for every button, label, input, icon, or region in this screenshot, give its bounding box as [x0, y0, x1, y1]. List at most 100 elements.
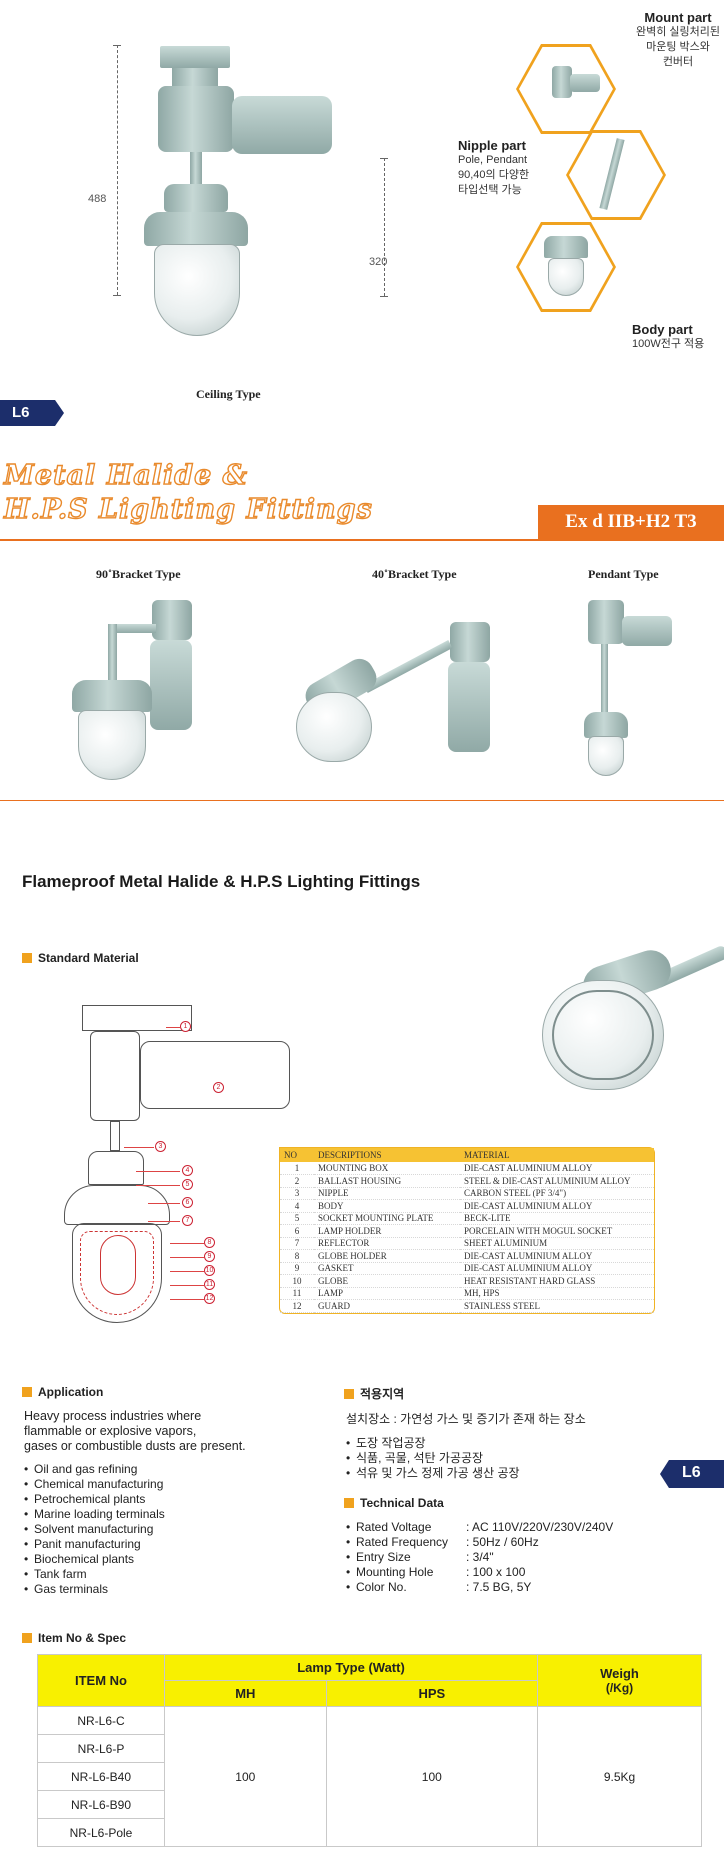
part-number-2: 2: [213, 1082, 224, 1093]
material-value: MH, HPS: [460, 1287, 654, 1300]
material-no: 4: [280, 1199, 314, 1213]
nipple-part-title: Nipple part: [458, 138, 526, 153]
material-value: DIE-CAST ALUMINIUM ALLOY: [460, 1249, 654, 1263]
pendant-label: Pendant Type: [588, 567, 659, 581]
application-intro-3: gases or combustible dusts are present.: [24, 1439, 246, 1453]
spec-item-no: NR-L6-Pole: [37, 1818, 165, 1847]
material-value: BECK-LITE: [460, 1212, 654, 1225]
ceiling-type-label: Ceiling Type: [196, 387, 261, 401]
dimension-total-height: 488: [88, 193, 107, 205]
material-description: BODY: [314, 1199, 460, 1213]
part-number-11: 11: [204, 1279, 215, 1290]
technical-row: •Mounting Hole: 100 x 100: [346, 1565, 706, 1580]
material-description: LAMP HOLDER: [314, 1224, 460, 1238]
korean-item: 도장 작업공장: [346, 1436, 646, 1451]
spec-item-no: NR-L6-C: [37, 1706, 165, 1735]
spec-col-weigh: Weigh (/Kg): [537, 1654, 702, 1707]
material-description: GLOBE HOLDER: [314, 1249, 460, 1263]
application-item: Marine loading terminals: [24, 1507, 284, 1522]
material-value: HEAT RESISTANT HARD GLASS: [460, 1274, 654, 1288]
product-title: Flameproof Metal Halide & H.P.S Lighting…: [22, 872, 421, 891]
material-description: GASKET: [314, 1262, 460, 1275]
spec-col-weigh-unit: (/Kg): [605, 1681, 634, 1695]
technical-value: : 7.5 BG, 5Y: [466, 1580, 532, 1594]
page-badge-l6: L6: [0, 400, 64, 426]
material-no: 11: [280, 1287, 314, 1300]
material-no: 2: [280, 1174, 314, 1188]
technical-value: : 100 x 100: [466, 1565, 526, 1579]
technical-row: •Rated Voltage: AC 110V/220V/230V/240V: [346, 1520, 706, 1535]
spec-row: NR-L6-B40: [37, 1762, 702, 1791]
nipple-part-hexagon: [566, 130, 666, 220]
dimension-body-height: 320: [369, 256, 388, 268]
application-item: Solvent manufacturing: [24, 1522, 284, 1537]
technical-heading: Technical Data: [344, 1496, 444, 1510]
bracket40-label: 40˚Bracket Type: [372, 567, 457, 581]
material-description: BALLAST HOUSING: [314, 1174, 460, 1188]
spec-item-no: NR-L6-B90: [37, 1790, 165, 1819]
material-col-descriptions: DESCRIPTIONS: [314, 1148, 460, 1162]
material-description: GLOBE: [314, 1274, 460, 1288]
material-value: STAINLESS STEEL: [460, 1299, 654, 1313]
application-heading: Application: [22, 1385, 103, 1399]
application-label: Application: [38, 1385, 104, 1399]
material-value: CARBON STEEL (PF 3/4"): [460, 1187, 654, 1200]
pendant-illustration: [584, 600, 684, 800]
material-value: PORCELAIN WITH MOGUL SOCKET: [460, 1224, 654, 1238]
material-description: NIPPLE: [314, 1187, 460, 1200]
bracket40-illustration: [290, 600, 520, 790]
spec-item-no: NR-L6-B40: [37, 1762, 165, 1791]
application-item: Oil and gas refining: [24, 1462, 284, 1477]
nipple-part-line1: Pole, Pendant: [458, 154, 528, 166]
part-number-1: 1: [180, 1021, 191, 1032]
bullet: •: [346, 1580, 351, 1594]
mount-part-title: Mount part: [644, 10, 712, 25]
bracket90-label: 90˚Bracket Type: [96, 567, 181, 581]
korean-heading: 적용지역: [344, 1385, 404, 1402]
material-col-material: MATERIAL: [460, 1148, 654, 1162]
material-value: DIE-CAST ALUMINIUM ALLOY: [460, 1162, 654, 1175]
part-number-4: 4: [182, 1165, 193, 1176]
exploded-drawing: [40, 995, 290, 1330]
spec-table: ITEM No Lamp Type (Watt) Weigh (/Kg) MH …: [37, 1654, 702, 1847]
nipple-part-line3: 타입선택 가능: [458, 184, 522, 196]
part-number-3: 3: [155, 1141, 166, 1152]
mount-part-line1: 완벽히 실링처리된: [635, 26, 720, 38]
technical-value: : 3/4": [466, 1550, 494, 1564]
technical-row: •Entry Size: 3/4": [346, 1550, 706, 1565]
material-description: MOUNTING BOX: [314, 1162, 460, 1175]
body-part-line1: 100W전구 적용: [632, 338, 705, 350]
bullet: •: [346, 1520, 351, 1534]
material-no: 6: [280, 1224, 314, 1238]
banner-title-line1: Metal Halide &: [3, 459, 249, 491]
korean-item: 석유 및 가스 정제 가공 생산 공장: [346, 1466, 646, 1481]
bullet: •: [346, 1535, 351, 1549]
spec-mh-value: 100: [164, 1706, 327, 1847]
application-intro-2: flammable or explosive vapors,: [24, 1424, 197, 1438]
material-no: 10: [280, 1274, 314, 1288]
ceiling-type-illustration: [120, 40, 380, 360]
technical-value: : AC 110V/220V/230V/240V: [466, 1520, 614, 1534]
technical-heading-label: Technical Data: [360, 1496, 444, 1510]
body-part-hexagon: [516, 222, 616, 312]
globe-photo: [530, 938, 724, 1098]
material-no: 3: [280, 1187, 314, 1200]
technical-data-list: •Rated Voltage: AC 110V/220V/230V/240V•R…: [346, 1520, 706, 1595]
side-badge-l6: L6: [660, 1460, 724, 1488]
mount-part-line2: 마운팅 박스와: [646, 41, 710, 53]
nipple-part-line2: 90,40의 다양한: [458, 169, 530, 181]
part-number-9: 9: [204, 1251, 215, 1262]
spec-col-weigh-label: Weigh: [600, 1666, 639, 1681]
part-number-8: 8: [204, 1237, 215, 1248]
material-no: 5: [280, 1212, 314, 1225]
material-value: DIE-CAST ALUMINIUM ALLOY: [460, 1199, 654, 1213]
technical-label: Color No.: [356, 1580, 407, 1594]
body-part-title: Body part: [632, 322, 693, 337]
